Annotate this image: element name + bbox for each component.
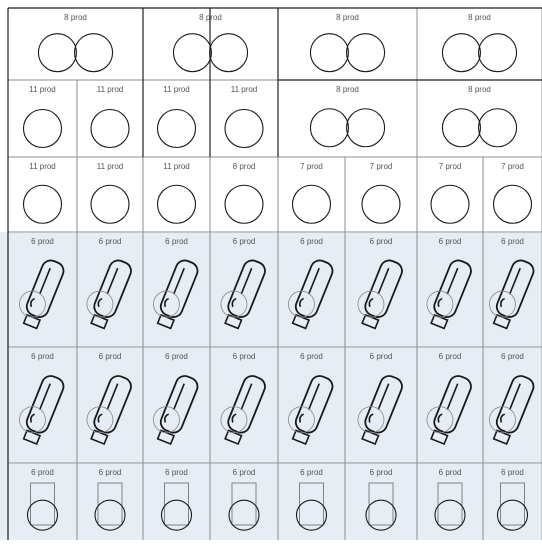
circle [158,110,196,148]
product-cell: 11 prod [77,80,143,157]
cell-label: 6 prod [439,237,462,246]
cell-label: 6 prod [300,468,323,477]
cell-label: 11 prod [163,162,190,171]
cell-label: 11 prod [97,85,124,94]
product-cell: 11 prod [143,157,210,232]
shelf-row-3: 11 prod 11 prod 11 prod 8 prod 7 prod 7 prod 7… [8,157,542,232]
product-cell: 7 prod [345,157,417,232]
shaded-band [0,347,542,463]
circle [24,110,62,148]
circle [293,185,331,223]
cell-label: 6 prod [233,237,256,246]
cell-label: 6 prod [165,352,188,361]
circle [225,110,263,148]
cell-label: 6 prod [99,237,122,246]
circle-left [38,34,76,72]
product-cell: 8 prod [8,8,143,80]
circle [91,110,129,148]
cell-label: 6 prod [370,468,393,477]
cell-label: 7 prod [370,162,393,171]
cell-label: 6 prod [300,237,323,246]
cell-label: 11 prod [29,85,56,94]
product-cell: 11 prod [8,157,77,232]
cell-label: 7 prod [501,162,524,171]
cell-label: 11 prod [231,85,258,94]
cell-label: 6 prod [165,468,188,477]
circle [494,185,532,223]
shelf-row-5: 6 prod 6 prod 6 prod 6 prod 6 prod 6 prod 6 pr… [0,347,542,463]
cell-label: 11 prod [163,85,190,94]
product-cell: 11 prod [143,80,210,157]
cell-label: 7 prod [439,162,462,171]
circle-left [310,34,348,72]
cell-label: 6 prod [439,468,462,477]
product-cell: 11 prod [210,80,278,157]
product-cell: 8 prod [278,8,417,80]
shelf-row-4: 6 prod 6 prod 6 prod 6 prod 6 prod 6 prod 6 pr… [0,232,542,347]
circle-right [479,109,517,147]
circle-right [479,34,517,72]
circle [362,185,400,223]
cell-label: 8 prod [64,13,87,22]
cell-label: 6 prod [501,468,524,477]
cell-label: 6 prod [31,237,54,246]
cell-label: 6 prod [31,468,54,477]
product-cell: 8 prod [210,157,278,232]
circle-left [442,34,480,72]
circle-left [310,109,348,147]
product-cell: 11 prod [8,80,77,157]
cell-label: 8 prod [468,85,491,94]
product-cell: 8 prod [417,80,542,157]
cell-label: 8 prod [233,162,256,171]
cell-label: 7 prod [300,162,323,171]
cell-label: 8 prod [336,13,359,22]
cell-label: 6 prod [165,237,188,246]
product-cell: 8 prod [278,80,417,157]
product-cell: 7 prod [483,157,542,232]
circle [91,185,129,223]
circle-right [347,34,385,72]
cell-label: 6 prod [501,237,524,246]
cell-label: 6 prod [233,468,256,477]
cell-label: 6 prod [370,237,393,246]
circle [24,185,62,223]
shelf-row-6: 6 prod 6 prod 6 prod 6 prod 6 prod 6 prod 6 pr… [0,463,542,540]
product-cell: 8 prod [417,8,542,80]
cell-label: 11 prod [29,162,56,171]
cell-label: 6 prod [501,352,524,361]
cell-label: 6 prod [99,468,122,477]
cell-label: 6 prod [99,352,122,361]
cell-label: 6 prod [300,352,323,361]
circle [158,185,196,223]
circle-left [442,109,480,147]
cell-label: 6 prod [31,352,54,361]
cell-label: 6 prod [439,352,462,361]
shelf-row-2: 11 prod 11 prod 11 prod 11 prod 8 prod 8 prod [8,80,542,157]
circle-left [173,34,211,72]
shelf-row-1: 8 prod8 prod8 prod8 prod [8,8,542,80]
shaded-band [0,232,542,347]
cell-label: 8 prod [468,13,491,22]
circle-right [75,34,113,72]
cell-label: 6 prod [233,352,256,361]
cell-label: 11 prod [97,162,124,171]
product-cell: 11 prod [77,157,143,232]
circle-right [210,34,248,72]
cell-label: 8 prod [336,85,359,94]
circle-right [347,109,385,147]
circle [431,185,469,223]
circle [225,185,263,223]
product-cell: 7 prod [417,157,483,232]
product-cell: 7 prod [278,157,345,232]
cell-label: 6 prod [370,352,393,361]
